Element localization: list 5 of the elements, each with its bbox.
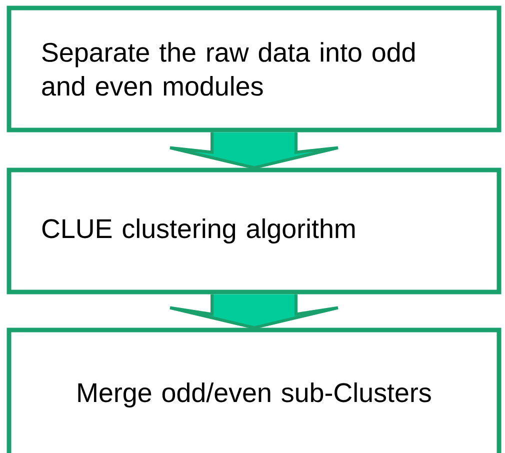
process-box: CLUE clustering algorithm bbox=[6, 168, 502, 294]
process-box: Merge odd/even sub-Clusters bbox=[6, 328, 502, 453]
block-arrow bbox=[168, 292, 340, 330]
block-arrow bbox=[168, 130, 340, 170]
process-box: Separate the raw data into odd and even modules bbox=[6, 6, 502, 132]
